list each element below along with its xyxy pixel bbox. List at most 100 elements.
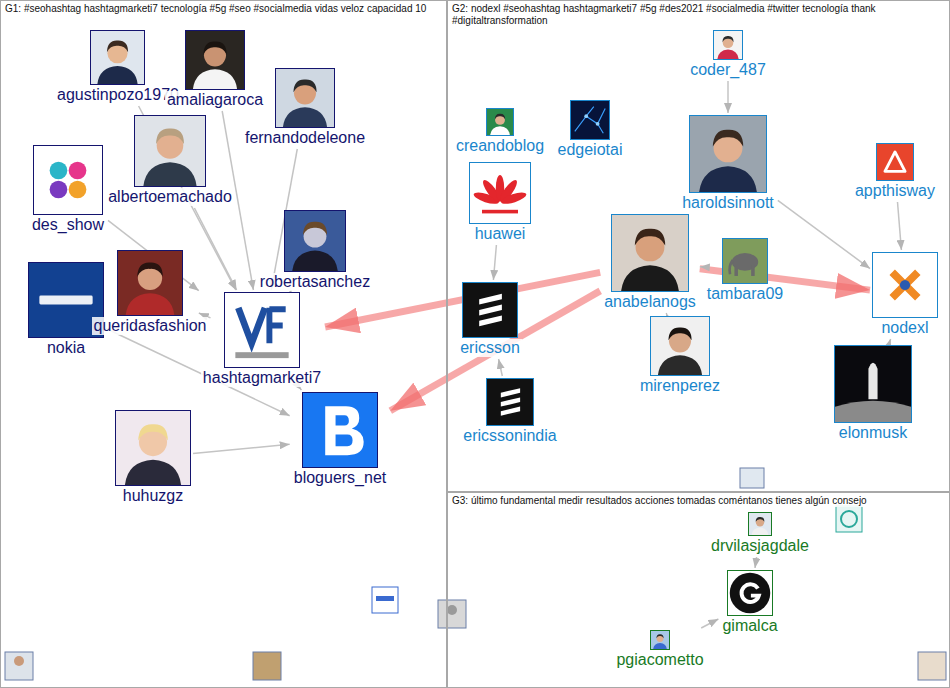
avatar-image: [325, 406, 363, 455]
avatar-image: [650, 630, 670, 650]
vertex-label: mirenperez: [638, 377, 722, 395]
user-vertex: creandoblog: [454, 108, 546, 155]
vertex-label: haroldsinnott: [680, 194, 776, 212]
avatar-image: [656, 634, 663, 638]
avatar-image: [107, 41, 128, 53]
avatar-image: [238, 308, 265, 344]
user-vertex: nodexl: [872, 252, 938, 337]
vertex-label: albertoemachado: [106, 188, 234, 206]
vertex-icon: [841, 511, 857, 527]
avatar-image: [33, 145, 103, 215]
user-vertex: nokia: [28, 262, 104, 357]
avatar-image: [143, 162, 196, 186]
edge-line: [755, 557, 757, 568]
avatar-image: [69, 162, 87, 180]
avatar-image: [186, 31, 244, 89]
avatar-image: [125, 460, 181, 485]
user-vertex: huhuzgz: [115, 410, 191, 505]
avatar-image: [235, 352, 288, 358]
vertex-label: queridasfashion: [92, 317, 209, 335]
avatar-image: [501, 397, 520, 406]
avatar-image: [185, 30, 245, 90]
avatar-image: [730, 573, 770, 613]
avatar-image: [193, 69, 237, 89]
user-vertex: ericssonindia: [461, 378, 558, 445]
user-vertex: queridasfashion: [92, 250, 209, 335]
avatar-image: [749, 513, 771, 535]
vertex-label: huhuzgz: [121, 487, 186, 505]
avatar-image: [651, 631, 669, 649]
user-vertex: des_show: [30, 145, 106, 234]
avatar-image: [156, 129, 184, 144]
avatar-image: [135, 116, 205, 186]
avatar-image: [723, 239, 767, 283]
avatar-image: [751, 265, 755, 276]
avatar-image: [303, 222, 327, 235]
avatar-image: [463, 283, 517, 337]
edge-line: [889, 339, 890, 343]
unlabeled-vertices: [5, 468, 946, 680]
avatar-image: [225, 293, 299, 367]
avatar-image: [717, 49, 738, 59]
avatar-image: [500, 190, 528, 206]
avatar-image: [34, 146, 102, 214]
vertex-label: des_show: [30, 216, 106, 234]
avatar-image: [752, 528, 769, 535]
avatar-image: [126, 293, 175, 315]
user-vertex: drvilasjagdale: [709, 512, 811, 555]
avatar-image: [756, 517, 765, 522]
avatar-image: [690, 116, 766, 192]
avatar-image: [657, 635, 664, 642]
user-vertex: anabelanogs: [602, 214, 698, 311]
avatar-image: [501, 407, 520, 416]
avatar-image: [303, 393, 377, 467]
avatar-image: [495, 114, 505, 120]
avatar-image: [293, 79, 316, 92]
avatar-image: [482, 210, 518, 214]
avatar-image: [872, 252, 938, 318]
group-panel: G2: nodexl #seohashtag hashtagmarketi7 #…: [447, 0, 950, 492]
vertex-icon: [5, 652, 33, 680]
user-vertex: haroldsinnott: [680, 115, 776, 212]
vertex-label: appthisway: [853, 182, 937, 200]
avatar-image: [651, 631, 669, 649]
avatar-image: [714, 31, 742, 59]
avatar-image: [284, 210, 346, 272]
avatar-image: [892, 272, 918, 298]
avatar-image: [835, 346, 911, 422]
avatar-image: [722, 238, 768, 284]
avatar-image: [570, 100, 610, 140]
avatar-image: [490, 126, 510, 135]
avatar-image: [611, 214, 689, 292]
avatar-image: [276, 69, 334, 127]
avatar-image: [658, 355, 702, 375]
avatar-image: [69, 181, 87, 199]
avatar-image: [479, 315, 502, 326]
user-vertex: fernandodeleone: [243, 68, 367, 147]
vertex-label: ericsson: [458, 339, 522, 357]
avatar-image: [203, 41, 226, 54]
avatar-image: [728, 571, 772, 615]
edge-line: [499, 359, 503, 376]
avatar-image: [487, 379, 533, 425]
avatar-image: [651, 317, 709, 375]
avatar-image: [303, 393, 377, 467]
group-heading: G3: último fundamental medir resultados …: [452, 495, 867, 507]
avatar-image: [877, 144, 913, 180]
avatar-image: [571, 101, 609, 139]
avatar-image: [876, 143, 914, 181]
avatar-image: [117, 250, 183, 316]
vertex-label: edgeiotai: [556, 141, 625, 159]
avatar-image: [714, 31, 742, 59]
user-vertex: amaliagaroca: [165, 30, 265, 109]
avatar-image: [470, 163, 530, 223]
avatar-image: [835, 346, 911, 422]
avatar-image: [668, 327, 691, 340]
avatar-image: [462, 282, 518, 338]
user-vertex: huawei: [469, 162, 531, 243]
avatar-image: [835, 401, 911, 422]
vertex-label: drvilasjagdale: [709, 537, 811, 555]
group-panel: G3: último fundamental medir resultados …: [447, 492, 950, 688]
avatar-image: [650, 316, 710, 376]
